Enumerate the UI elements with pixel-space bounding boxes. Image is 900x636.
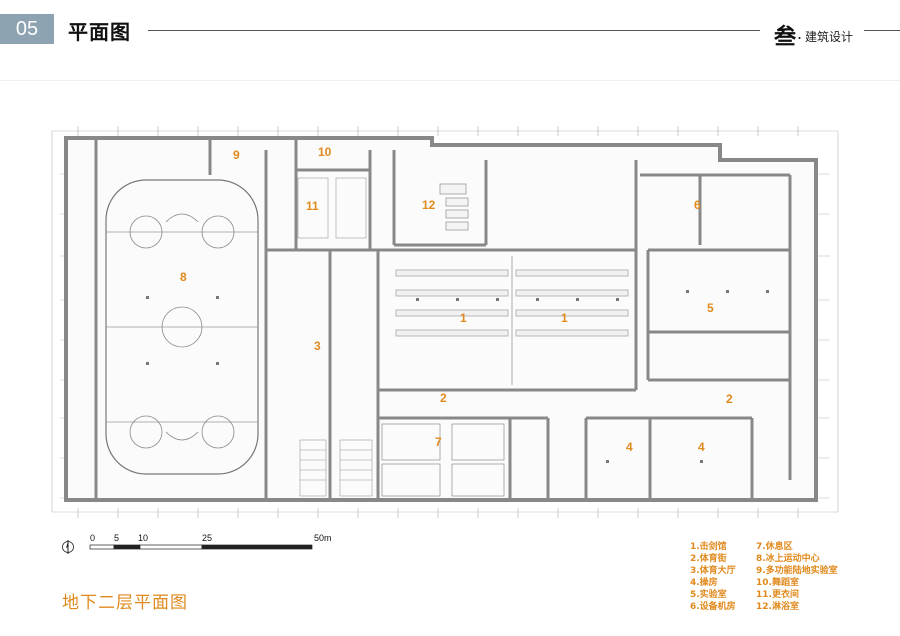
columns [146,290,769,463]
header-divider [0,80,900,81]
scale-tick-label: 50m [314,533,332,543]
legend-item: 4.操房 [690,578,718,588]
room-label: 3 [314,339,321,353]
drawing-title: 地下二层平面图 [62,593,188,613]
legend-item: 7.休息区 [756,542,793,552]
legend-item: 12.淋浴室 [756,602,799,612]
interior-walls [94,138,792,500]
dimension-ticks [77,126,799,518]
room-label: 4 [626,440,633,454]
legend-item: 8.冰上运动中心 [756,554,820,564]
room-label: 9 [233,148,240,162]
outer-wall [64,136,818,502]
room-label: 12 [422,198,436,212]
room-label: 7 [435,435,442,449]
legend-item: 2.体育街 [690,554,727,564]
room-label: 4 [698,440,705,454]
page-title: 平面图 [68,20,131,44]
legend-item: 6.设备机房 [690,602,736,612]
section-title: 建筑设计 [805,30,854,44]
room-label: 5 [707,301,714,315]
fencing-pistes [395,256,629,385]
header-rule-right [864,30,900,31]
ice-rink [105,179,259,475]
room-label: 1 [460,311,467,325]
room-label: 6 [694,198,701,212]
room-label: 1 [561,311,568,325]
room-label: 2 [440,391,447,405]
room-label: 10 [318,145,332,159]
shower-room-fixtures [439,183,469,231]
legend-item: 11.更衣间 [756,590,799,600]
room-labels: 1 1 2 2 3 4 4 5 6 7 8 9 10 11 12 [180,145,733,454]
section-number: 叁 [774,25,797,50]
room-label: 2 [726,392,733,406]
legend-item: 9.多功能陆地实验室 [756,566,838,576]
scale-tick-label: 5 [114,533,119,543]
legend-item: 1.击剑馆 [690,542,727,552]
stairs [297,177,373,497]
legend-item: 3.体育大厅 [690,566,736,576]
legend-item: 5.实验室 [690,590,727,600]
section-dot: . [797,24,803,43]
scale-tick-label: 10 [138,533,148,543]
page-number: 05 [0,14,54,44]
legend-item: 10.舞蹈室 [756,578,799,588]
scale-tick-label: 25 [202,533,212,543]
room-label: 8 [180,270,187,284]
rest-area-rooms [381,423,505,497]
header-rule [148,30,760,31]
room-label: 11 [306,199,319,213]
scale-tick-label: 0 [90,533,95,543]
north-arrow-icon [62,540,74,554]
scale-bar: 0 5 10 25 50m [89,533,332,550]
